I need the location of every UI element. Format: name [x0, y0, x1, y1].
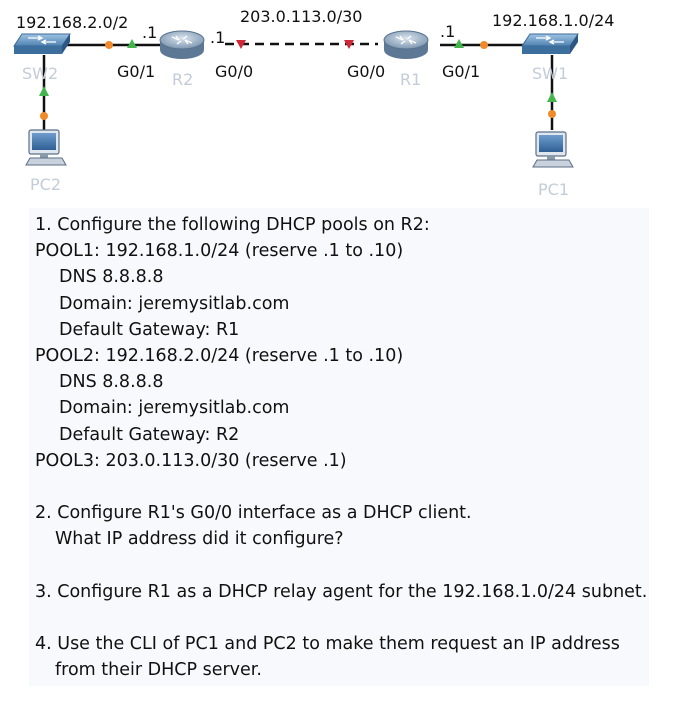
interface-label-r1-g00: G0/0 — [347, 62, 385, 81]
host-label-r1-right: .1 — [440, 22, 455, 41]
router-icon[interactable] — [383, 30, 429, 59]
link-up-triangle-sw2-pc2 — [39, 86, 49, 96]
router-icon[interactable] — [159, 30, 205, 59]
pool2-dns: DNS 8.8.8.8 — [59, 372, 164, 393]
link-dot-pc2-side — [40, 112, 48, 120]
device-label-pc2: PC2 — [30, 175, 61, 194]
pc-icon[interactable] — [532, 131, 574, 168]
link-dot-pc1-side — [548, 110, 556, 118]
instruction-step-4-cont: from their DHCP server. — [55, 660, 262, 681]
device-label-pc1: PC1 — [538, 180, 569, 199]
instructions-panel: 1. Configure the following DHCP pools on… — [29, 208, 649, 686]
device-label-sw1: SW1 — [532, 64, 568, 83]
host-label-r2-left: .1 — [142, 23, 157, 42]
link-down-triangle-r2-g00 — [236, 40, 246, 49]
spacer — [35, 474, 649, 500]
subnet-label-right: 192.168.1.0/24 — [492, 11, 614, 30]
instruction-step-2-question: What IP address did it configure? — [55, 529, 344, 550]
device-label-r2: R2 — [172, 70, 193, 89]
pool3-line: POOL3: 203.0.113.0/30 (reserve .1) — [35, 450, 347, 471]
link-dot-sw1-side — [480, 41, 488, 49]
pool1-gateway: Default Gateway: R1 — [59, 319, 240, 340]
instruction-step-2: 2. Configure R1's G0/0 interface as a DH… — [35, 503, 472, 524]
pool2-line: POOL2: 192.168.2.0/24 (reserve .1 to .10… — [35, 345, 404, 366]
instruction-step-3: 3. Configure R1 as a DHCP relay agent fo… — [35, 581, 648, 602]
subnet-label-left: 192.168.2.0/2 — [16, 13, 128, 32]
pool2-domain: Domain: jeremysitlab.com — [59, 398, 290, 419]
network-topology-diagram: SW2 R2 R1 SW1 PC2 PC1 192.168.2.0/ — [13, 7, 614, 199]
spacer — [35, 605, 649, 631]
pool1-line: POOL1: 192.168.1.0/24 (reserve .1 to .10… — [35, 241, 404, 262]
pool1-dns: DNS 8.8.8.8 — [59, 267, 164, 288]
device-label-r1: R1 — [400, 70, 421, 89]
link-down-triangle-r1-g00 — [344, 40, 354, 49]
pool2-gateway: Default Gateway: R2 — [59, 424, 240, 445]
device-label-sw2: SW2 — [22, 64, 58, 83]
interface-label-r2-g00: G0/0 — [215, 62, 253, 81]
pool1-domain: Domain: jeremysitlab.com — [59, 293, 290, 314]
interface-label-r1-g01: G0/1 — [442, 62, 480, 81]
switch-icon[interactable] — [13, 33, 71, 54]
spacer — [35, 552, 649, 578]
link-up-triangle-r2-g01 — [127, 39, 137, 48]
subnet-label-middle: 203.0.113.0/30 — [240, 7, 362, 26]
pc-icon[interactable] — [25, 129, 67, 166]
instruction-step-4: 4. Use the CLI of PC1 and PC2 to make th… — [35, 634, 620, 654]
instruction-step-1: 1. Configure the following DHCP pools on… — [35, 215, 430, 235]
link-dot-sw2-side — [105, 41, 113, 49]
switch-icon[interactable] — [521, 33, 579, 54]
host-label-r2-right: .1 — [210, 28, 225, 47]
link-up-triangle-sw1-pc1 — [547, 92, 557, 102]
link-up-triangle-r1-g01 — [454, 39, 464, 48]
interface-label-r2-g01: G0/1 — [117, 62, 155, 81]
